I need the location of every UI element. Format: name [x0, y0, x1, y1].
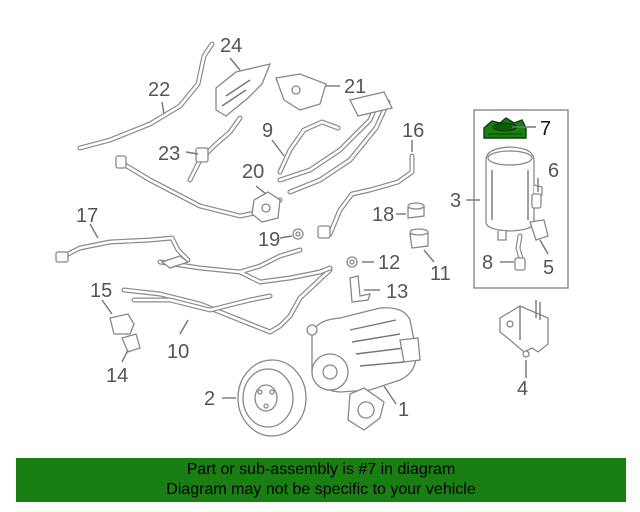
- bracket-part-4[interactable]: [499, 300, 549, 358]
- callout-8: 8: [482, 252, 493, 274]
- washer-part-19[interactable]: [292, 228, 304, 240]
- clip-part-5[interactable]: [529, 219, 549, 241]
- reservoir-cap-part-7[interactable]: [483, 117, 527, 139]
- callout-20: 20: [242, 161, 264, 183]
- banner-line-1: Part or sub-assembly is #7 in diagram: [186, 461, 456, 478]
- callout-18: 18: [372, 204, 394, 226]
- callout-16: 16: [402, 120, 424, 142]
- callout-24: 24: [220, 35, 242, 57]
- fitting-part-20[interactable]: [251, 191, 281, 223]
- callout-3: 3: [450, 190, 461, 212]
- callout-10: 10: [167, 341, 189, 363]
- pump-part-1[interactable]: [306, 307, 421, 431]
- reservoir-part-3[interactable]: [485, 146, 543, 241]
- callout-6: 6: [548, 160, 559, 182]
- callout-11: 11: [430, 263, 451, 285]
- hose-part-8[interactable]: [514, 233, 526, 271]
- callout-14: 14: [106, 365, 128, 387]
- callout-23: 23: [158, 143, 180, 165]
- callout-19: 19: [258, 229, 280, 251]
- reservoir-inset-box: [473, 109, 569, 289]
- line-part-16[interactable]: [317, 153, 415, 239]
- clamp-part-14[interactable]: [121, 333, 141, 353]
- bracket-part-21[interactable]: [275, 73, 327, 111]
- cooler-pipes: [277, 91, 393, 195]
- plug-part-6[interactable]: [531, 193, 542, 209]
- callout-21: 21: [344, 76, 366, 98]
- return-pipe: [157, 247, 333, 285]
- callout-15: 15: [90, 280, 112, 302]
- sensor-part-18[interactable]: [407, 202, 425, 219]
- callout-4: 4: [517, 378, 528, 400]
- callout-9: 9: [262, 120, 273, 142]
- callout-1: 1: [398, 399, 409, 421]
- hose-part-9[interactable]: [277, 119, 341, 175]
- callout-17: 17: [76, 205, 98, 227]
- info-banner: Part or sub-assembly is #7 in diagram Di…: [16, 458, 626, 502]
- hose-part-17[interactable]: [55, 235, 191, 263]
- hose-part-23[interactable]: [187, 115, 243, 183]
- parts-diagram: 1 2 3 4 5 6 7 8 9 10 11 12 13 14 15 16 1…: [55, 35, 569, 437]
- callout-5: 5: [543, 257, 554, 279]
- callout-22: 22: [148, 79, 170, 101]
- callout-2: 2: [204, 388, 215, 410]
- clamp-part-15[interactable]: [109, 313, 135, 335]
- banner-line-2: Diagram may not be specific to your vehi…: [166, 481, 476, 498]
- pulley-part-2[interactable]: [237, 359, 307, 437]
- callout-13: 13: [386, 281, 408, 303]
- small-bracket: [160, 255, 190, 269]
- nut-part-12[interactable]: [346, 256, 358, 268]
- hose-part-10[interactable]: [121, 267, 333, 335]
- bracket-part-13[interactable]: [349, 275, 371, 303]
- callout-7: 7: [540, 118, 551, 140]
- callout-12: 12: [378, 252, 400, 274]
- sensor-part-11[interactable]: [409, 228, 429, 249]
- shield-part-24[interactable]: [215, 63, 272, 117]
